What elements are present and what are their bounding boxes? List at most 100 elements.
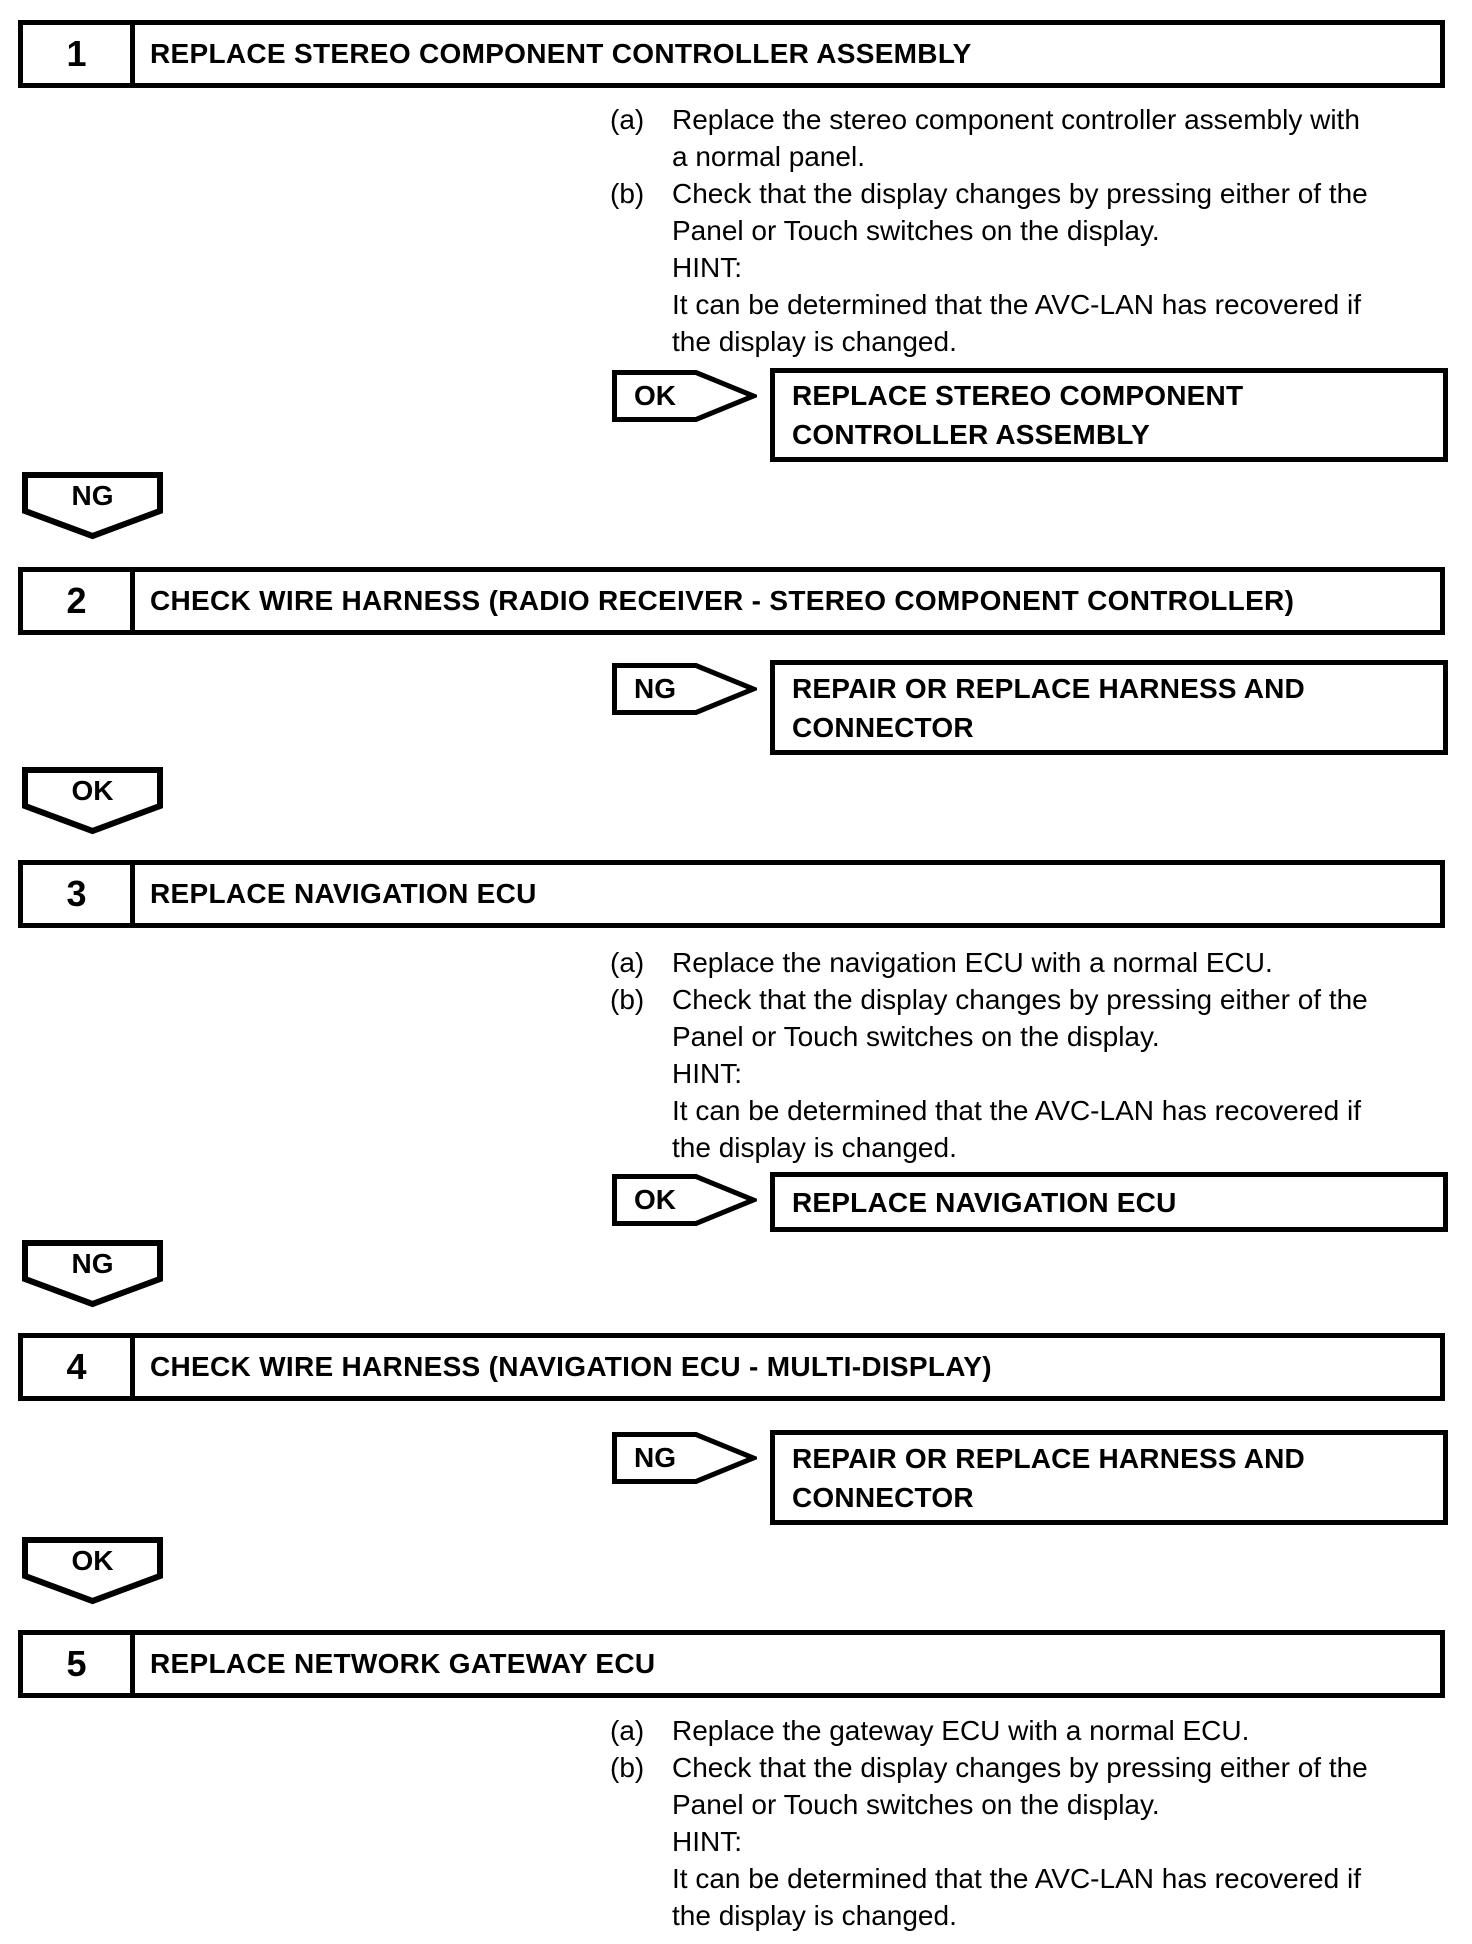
step-number: 4	[23, 1338, 135, 1396]
instruction-line: It can be determined that the AVC-LAN ha…	[610, 1860, 1462, 1897]
step-title: REPLACE NAVIGATION ECU	[150, 878, 537, 909]
instruction-item-label: (b)	[610, 1752, 645, 1783]
step-title: REPLACE STEREO COMPONENT CONTROLLER ASSE…	[150, 38, 972, 69]
instruction-hint-text: HINT:	[672, 1826, 742, 1857]
ok-branch-arrow: OK	[612, 370, 757, 422]
step-box-4: 4 CHECK WIRE HARNESS (NAVIGATION ECU - M…	[18, 1333, 1445, 1401]
step-title: CHECK WIRE HARNESS (RADIO RECEIVER - STE…	[150, 585, 1295, 616]
right-arrow-flag-icon	[612, 370, 757, 422]
instruction-text: Replace the stereo component controller …	[672, 104, 1360, 135]
instruction-hint-text: the display is changed.	[672, 1132, 957, 1163]
instruction-text: Replace the gateway ECU with a normal EC…	[672, 1715, 1250, 1746]
instruction-item-label	[610, 138, 672, 175]
instruction-text: Panel or Touch switches on the display.	[672, 215, 1160, 246]
ng-branch-arrow: NG	[612, 663, 757, 715]
instruction-line: Panel or Touch switches on the display.	[610, 1018, 1462, 1055]
instruction-line: (b) Check that the display changes by pr…	[610, 175, 1462, 212]
step-title: CHECK WIRE HARNESS (NAVIGATION ECU - MUL…	[150, 1351, 992, 1382]
branch-result-line: REPAIR OR REPLACE HARNESS AND	[792, 672, 1305, 704]
branch-result-line: CONTROLLER ASSEMBLY	[792, 419, 1150, 450]
branch-label: NG	[634, 1442, 676, 1473]
step-number: 3	[23, 865, 135, 923]
branch-result-line: CONNECTOR	[792, 1481, 974, 1513]
ok-branch-arrow: OK	[612, 1174, 757, 1226]
instruction-item-label	[610, 1055, 672, 1092]
connector-label: NG	[71, 480, 114, 511]
branch-result-box: REPLACE STEREO COMPONENT CONTROLLER ASSE…	[770, 368, 1448, 462]
branch-label: NG	[634, 673, 676, 704]
down-pentagon-icon	[22, 1537, 163, 1605]
instruction-line: the display is changed.	[610, 1897, 1462, 1934]
instruction-item-label: (a)	[610, 947, 645, 978]
instruction-item-label	[610, 1129, 672, 1166]
right-arrow-flag-icon	[612, 1174, 757, 1226]
step-box-2: 2 CHECK WIRE HARNESS (RADIO RECEIVER - S…	[18, 567, 1445, 635]
instruction-text: Check that the display changes by pressi…	[672, 1752, 1368, 1783]
instruction-item-label	[610, 249, 672, 286]
branch-result-line: REPLACE NAVIGATION ECU	[792, 1186, 1177, 1218]
branch-label: OK	[634, 380, 676, 411]
step-box-1: 1 REPLACE STEREO COMPONENT CONTROLLER AS…	[18, 20, 1445, 88]
instruction-item-label	[610, 286, 672, 323]
instruction-line: HINT:	[610, 1823, 1462, 1860]
instruction-item-label	[610, 1092, 672, 1129]
instruction-line: It can be determined that the AVC-LAN ha…	[610, 1092, 1462, 1129]
instruction-line: (a) Replace the gateway ECU with a norma…	[610, 1712, 1462, 1749]
right-arrow-flag-icon	[612, 1432, 757, 1484]
step-number: 2	[23, 572, 135, 630]
instruction-text: Panel or Touch switches on the display.	[672, 1021, 1160, 1052]
instruction-item-label	[610, 323, 672, 360]
instruction-line: HINT:	[610, 1055, 1462, 1092]
instruction-hint-text: HINT:	[672, 1058, 742, 1089]
instruction-line: a normal panel.	[610, 138, 1462, 175]
ng-branch-arrow: NG	[612, 1432, 757, 1484]
step-number: 5	[23, 1635, 135, 1693]
instruction-hint-text: the display is changed.	[672, 326, 957, 357]
instruction-line: (a) Replace the stereo component control…	[610, 101, 1462, 138]
branch-result-line: REPAIR OR REPLACE HARNESS AND	[792, 1442, 1305, 1474]
instruction-item-label: (a)	[610, 104, 645, 135]
step-box-3: 3 REPLACE NAVIGATION ECU	[18, 860, 1445, 928]
down-pentagon-icon	[22, 1240, 163, 1308]
instruction-item-label	[610, 1860, 672, 1897]
ng-down-connector: NG	[22, 1240, 163, 1308]
ok-down-connector: OK	[22, 767, 163, 835]
branch-result-box: REPAIR OR REPLACE HARNESS AND CONNECTOR	[770, 660, 1448, 755]
instruction-line: the display is changed.	[610, 1129, 1462, 1166]
instruction-item-label: (b)	[610, 984, 645, 1015]
step-number: 1	[23, 25, 135, 83]
instruction-item-label: (b)	[610, 178, 645, 209]
instruction-hint-text: It can be determined that the AVC-LAN ha…	[672, 1095, 1361, 1126]
instruction-hint-text: It can be determined that the AVC-LAN ha…	[672, 289, 1361, 320]
instruction-text: Replace the navigation ECU with a normal…	[672, 947, 1273, 978]
instruction-item-label	[610, 1786, 672, 1823]
instruction-text: Panel or Touch switches on the display.	[672, 1789, 1160, 1820]
branch-result-line: REPLACE STEREO COMPONENT	[792, 380, 1244, 411]
instruction-hint-text: It can be determined that the AVC-LAN ha…	[672, 1863, 1361, 1894]
instruction-line: HINT:	[610, 249, 1462, 286]
instruction-block-step-3: (a) Replace the navigation ECU with a no…	[610, 944, 1462, 1166]
branch-result-line: CONNECTOR	[792, 711, 974, 743]
step-box-5: 5 REPLACE NETWORK GATEWAY ECU	[18, 1630, 1445, 1698]
connector-label: OK	[71, 1545, 114, 1576]
instruction-block-step-5: (a) Replace the gateway ECU with a norma…	[610, 1712, 1462, 1934]
down-pentagon-icon	[22, 767, 163, 835]
instruction-item-label	[610, 1897, 672, 1934]
branch-result-box: REPLACE NAVIGATION ECU	[770, 1172, 1448, 1232]
connector-label: NG	[71, 1248, 114, 1279]
ok-down-connector: OK	[22, 1537, 163, 1605]
instruction-item-label	[610, 212, 672, 249]
step-title: REPLACE NETWORK GATEWAY ECU	[150, 1648, 656, 1679]
branch-label: OK	[634, 1184, 676, 1215]
instruction-line: the display is changed.	[610, 323, 1462, 360]
instruction-item-label	[610, 1823, 672, 1860]
instruction-line: (b) Check that the display changes by pr…	[610, 981, 1462, 1018]
instruction-hint-text: HINT:	[672, 252, 742, 283]
instruction-text: Check that the display changes by pressi…	[672, 984, 1368, 1015]
instruction-line: Panel or Touch switches on the display.	[610, 1786, 1462, 1823]
down-pentagon-icon	[22, 472, 163, 540]
instruction-item-label	[610, 1018, 672, 1055]
instruction-hint-text: the display is changed.	[672, 1900, 957, 1931]
ng-down-connector: NG	[22, 472, 163, 540]
